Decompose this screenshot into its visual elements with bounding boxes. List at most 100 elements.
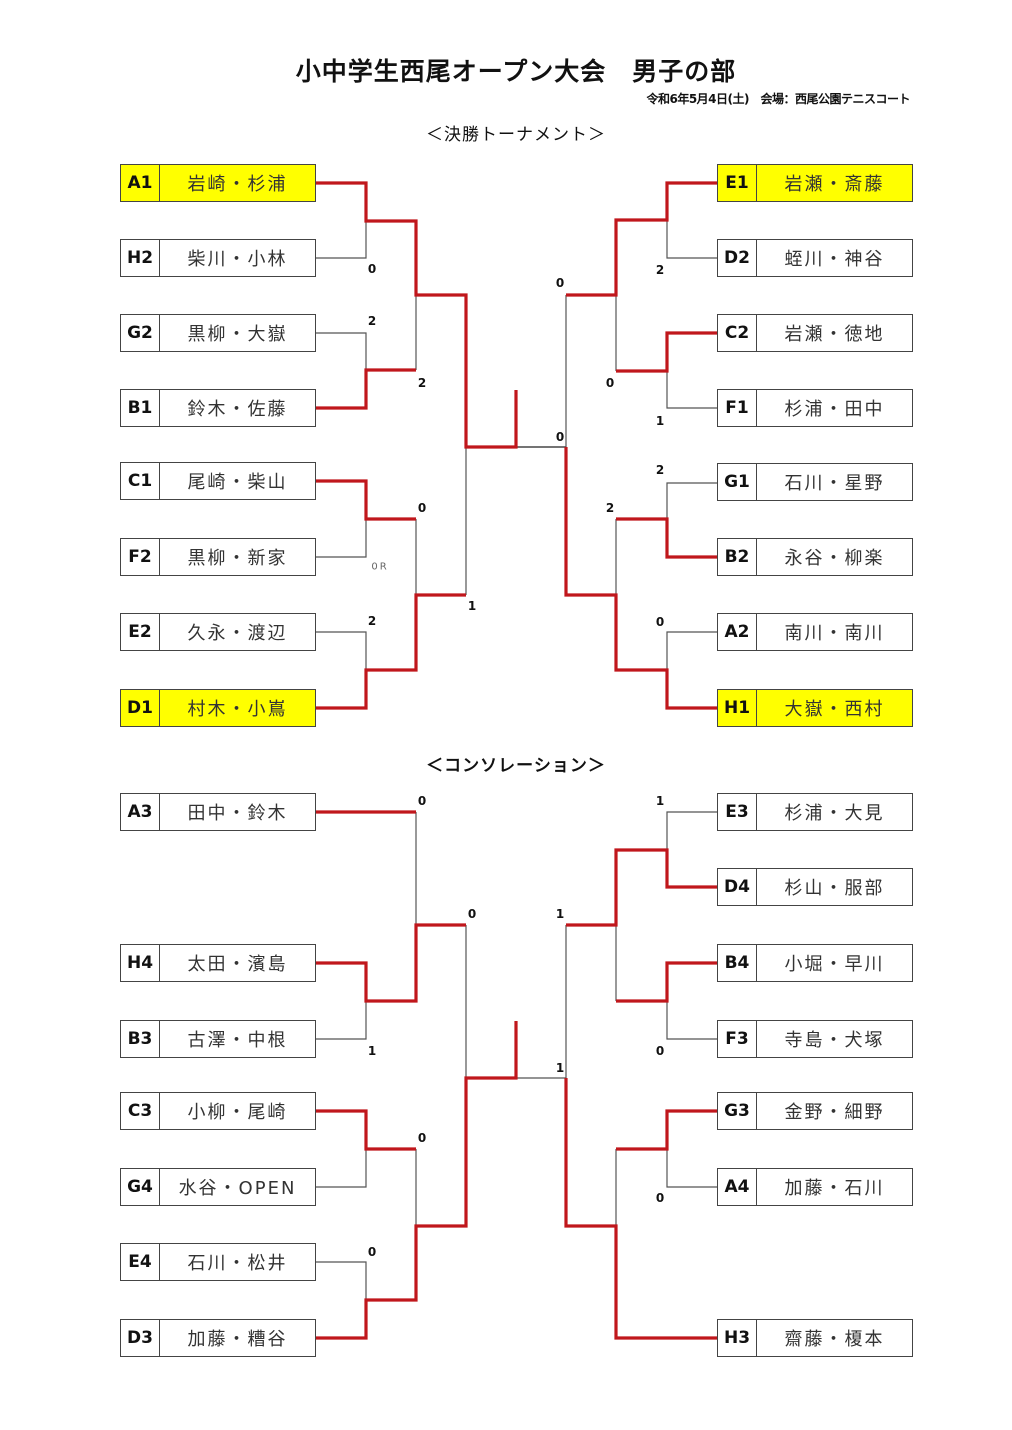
team-name: 黒柳・大嶽	[187, 324, 288, 345]
team-name: 齋藤・榎本	[784, 1329, 885, 1350]
team-name: 田中・鈴木	[187, 803, 288, 824]
score-label: 0	[418, 794, 426, 808]
team-name: 柴川・小林	[187, 249, 288, 270]
team-name: 寺島・犬塚	[784, 1030, 885, 1051]
event-date-venue: 令和6年5月4日(土) 会場：西尾公園テニスコート	[646, 92, 910, 106]
winner-path-c1	[316, 479, 416, 521]
cons-winner-path-d3	[316, 1021, 518, 1340]
seed-label: F2	[121, 539, 160, 575]
score-label: 1	[468, 599, 476, 613]
team-entry: C3 小柳・尾崎	[120, 1092, 316, 1130]
cons-winner-path-g3	[616, 1109, 717, 1151]
team-entry: C1 尾崎・柴山	[120, 462, 316, 500]
seed-label: G3	[718, 1093, 757, 1129]
seed-label: A4	[718, 1169, 757, 1205]
seed-label: D3	[121, 1320, 160, 1356]
seed-label: G2	[121, 315, 160, 351]
seed-label: A3	[121, 794, 160, 830]
team-entry: H3 齋藤・榎本	[717, 1319, 913, 1357]
bracket-line-g2	[316, 332, 367, 370]
seed-label: H4	[121, 945, 160, 981]
score-label: 1	[368, 1044, 376, 1058]
team-name: 尾崎・柴山	[187, 472, 288, 493]
score-label: 1	[556, 907, 564, 921]
seed-label: D2	[718, 240, 757, 276]
seed-label: A2	[718, 614, 757, 650]
team-name: 杉浦・大見	[784, 803, 885, 824]
seed-label: A1	[121, 165, 160, 201]
score-label-retired: 0R	[371, 562, 388, 573]
team-name: 南川・南川	[784, 623, 885, 644]
team-entry: F3 寺島・犬塚	[717, 1020, 913, 1058]
seed-label: E4	[121, 1244, 160, 1280]
team-entry: A1 岩崎・杉浦	[120, 164, 316, 202]
seed-label: H1	[718, 690, 757, 726]
score-label: 2	[656, 463, 664, 477]
seed-label: H3	[718, 1320, 757, 1356]
seed-label: C2	[718, 315, 757, 351]
team-entry: D4 杉山・服部	[717, 868, 913, 906]
bracket-line-f2	[316, 519, 367, 558]
seed-label: C3	[121, 1093, 160, 1129]
seed-label: B4	[718, 945, 757, 981]
score-label: 0	[368, 262, 376, 276]
seed-label: F3	[718, 1021, 757, 1057]
main-draw-heading: ＜決勝トーナメント＞	[426, 125, 606, 145]
cons-line-a4	[666, 1149, 717, 1188]
seed-label: B3	[121, 1021, 160, 1057]
seed-label: H2	[121, 240, 160, 276]
team-entry: A3 田中・鈴木	[120, 793, 316, 831]
seed-label: G4	[121, 1169, 160, 1205]
score-label: 0	[468, 907, 476, 921]
team-name: 岩崎・杉浦	[187, 174, 288, 195]
team-entry: C2 岩瀬・徳地	[717, 314, 913, 352]
score-label: 1	[556, 1061, 564, 1075]
bracket-line-d2	[666, 220, 717, 259]
score-label: 0	[556, 276, 564, 290]
team-name: 杉山・服部	[784, 878, 885, 899]
team-name: 金野・細野	[784, 1102, 885, 1123]
team-name: 岩瀬・斎藤	[784, 174, 885, 195]
team-name: 小柳・尾崎	[187, 1102, 288, 1123]
bracket-line-g1	[666, 482, 717, 519]
seed-label: D4	[718, 869, 757, 905]
score-label: 0	[418, 501, 426, 515]
winner-path-e1	[566, 181, 717, 297]
team-name: 大嶽・西村	[784, 699, 885, 720]
seed-label: E3	[718, 794, 757, 830]
score-label: 0	[656, 615, 664, 629]
seed-label: E2	[121, 614, 160, 650]
team-name: 蛭川・神谷	[784, 249, 885, 270]
score-label: 0	[606, 376, 614, 390]
team-entry: A2 南川・南川	[717, 613, 913, 651]
cons-winner-path-h3	[564, 1078, 717, 1340]
team-name: 岩瀬・徳地	[784, 324, 885, 345]
team-name: 加藤・糟谷	[187, 1329, 288, 1350]
team-name: 杉浦・田中	[784, 399, 885, 420]
cons-winner-path-c3	[316, 1109, 416, 1151]
winner-path-b2	[616, 517, 717, 559]
score-label: 0	[656, 1044, 664, 1058]
cons-winner-path-h4	[316, 923, 466, 1003]
seed-label: B1	[121, 390, 160, 426]
seed-label: G1	[718, 464, 757, 500]
bracket-line-h2	[316, 221, 367, 259]
cons-line-f3	[666, 1001, 717, 1040]
seed-label: C1	[121, 463, 160, 499]
winner-path-c2	[616, 331, 717, 373]
score-label: 2	[368, 314, 376, 328]
bracket-line-a2	[666, 631, 717, 670]
cons-line-b3	[316, 1001, 367, 1040]
seed-label: E1	[718, 165, 757, 201]
seed-label: B2	[718, 539, 757, 575]
team-entry: E1 岩瀬・斎藤	[717, 164, 913, 202]
team-name: 久永・渡辺	[187, 623, 288, 644]
